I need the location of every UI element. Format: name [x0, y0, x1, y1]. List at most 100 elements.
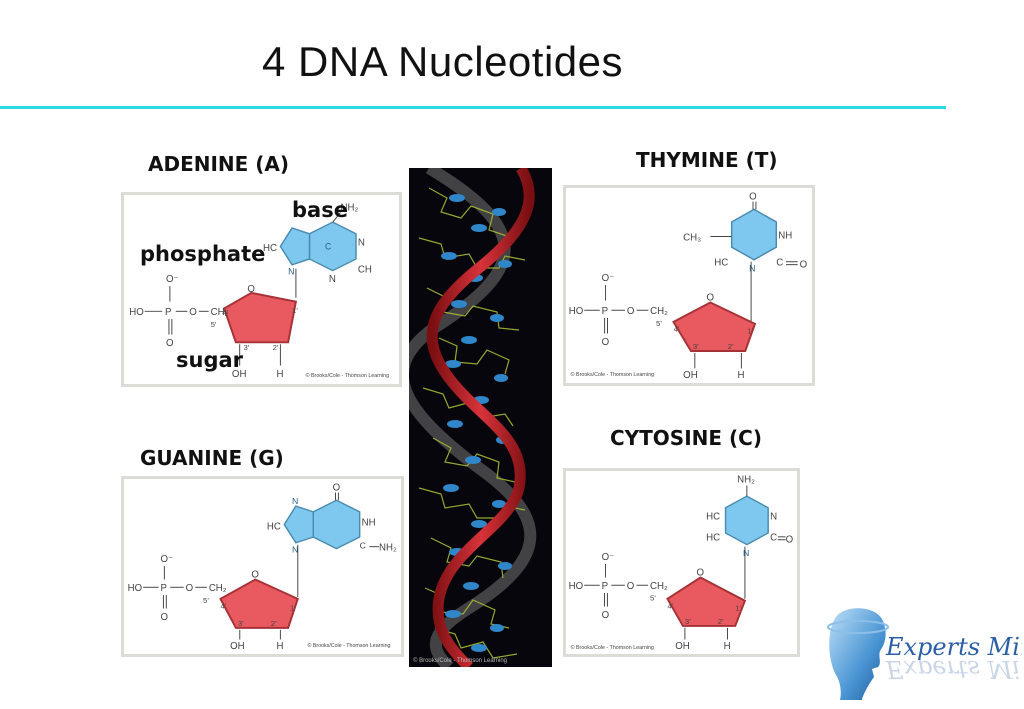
adenine-c1: 1' [292, 306, 298, 315]
cytosine-p: P [602, 581, 608, 592]
thymine-ho: HO [569, 306, 584, 317]
guanine-structure-panel: O NH HC N C NH₂ N O 1' 2' 3' 4' OH H O⁻ … [121, 476, 404, 657]
experts-mind-logo-graphic: Experts Mind Experts Mind [827, 608, 1024, 700]
cytosine-o-link: O [627, 581, 635, 592]
guanine-n-top: N [292, 496, 298, 506]
guanine-oh: OH [230, 641, 245, 652]
logo-text: Experts Mind [885, 633, 1022, 661]
thymine-sugar-ring [672, 301, 757, 352]
cytosine-ch2: CH₂ [650, 581, 668, 592]
thymine-label: THYMINE (T) [636, 148, 778, 172]
adenine-structure-diagram: NH₂ N CH N HC C N O 1' 2' 3' 4' OH H O⁻ … [129, 203, 389, 381]
adenine-n-9: N [288, 266, 294, 276]
thymine-ch3: CH₃ [683, 232, 701, 243]
cytosine-c: C [770, 533, 777, 544]
guanine-c1: 1' [290, 603, 296, 612]
guanine-structure-diagram: O NH HC N C NH₂ N O 1' 2' 3' 4' OH H O⁻ … [128, 483, 397, 653]
thymine-o-right: O [800, 260, 808, 271]
guanine-h: H [277, 641, 284, 652]
cytosine-structure-panel: NH₂ HC N HC C O N O 1' 2' 3' 4' OH H O⁻ … [563, 468, 800, 657]
cytosine-c4: 4' [667, 601, 673, 610]
thymine-o: O [627, 306, 635, 317]
thymine-oh: OH [683, 370, 698, 381]
guanine-ring-o: O [251, 570, 259, 581]
thymine-base-ring [730, 208, 778, 261]
title-underline [0, 106, 946, 109]
cytosine-ring-o: O [697, 568, 705, 579]
cytosine-ho: HO [569, 581, 584, 592]
logo-text-reflection: Experts Mind [885, 655, 1022, 683]
adenine-c: C [325, 241, 331, 251]
adenine-p: P [165, 307, 171, 318]
guanine-credit: © Brooks/Cole - Thomson Learning [307, 642, 390, 649]
guanine-base-ring-5 [283, 505, 314, 544]
thymine-o-minus: O⁻ [602, 273, 615, 284]
adenine-sugar-ring [223, 291, 298, 344]
thymine-c3: 3' [693, 342, 699, 351]
guanine-c4: 4' [220, 602, 226, 611]
dna-double-helix-image: © Brooks/Cole - Thomson Learning [409, 168, 552, 667]
thymine-ring-o: O [706, 293, 714, 304]
cytosine-credit: © Brooks/Cole - Thomson Learning [571, 644, 654, 651]
adenine-ring-o: O [247, 284, 255, 295]
thymine-p: P [602, 306, 608, 317]
thymine-c1: 1' [747, 327, 753, 336]
thymine-n: N [749, 263, 755, 273]
page-title: 4 DNA Nucleotides [262, 38, 624, 85]
cytosine-sugar-ring [666, 576, 747, 627]
cytosine-c3: 3' [685, 617, 691, 626]
thymine-c: C [776, 258, 783, 269]
adenine-c2: 2' [273, 343, 279, 352]
guanine-ho: HO [128, 583, 143, 594]
guanine-o: O [333, 483, 341, 494]
thymine-o-bottom: O [602, 337, 610, 348]
base-annotation: base [292, 198, 348, 222]
thymine-h: H [738, 370, 745, 381]
cytosine-nh2: NH₂ [737, 475, 755, 486]
guanine-base-ring [312, 499, 361, 550]
adenine-hc: HC [263, 243, 277, 254]
thymine-structure-diagram: O CH₃ NH HC C O N O 1' 2' 3' 4' OH H O⁻ … [569, 192, 808, 382]
cytosine-o-minus: O⁻ [602, 552, 615, 563]
adenine-ch2: CH₂ [211, 307, 229, 318]
cytosine-o: O [786, 535, 794, 546]
thymine-hc: HC [714, 258, 728, 269]
guanine-o-bottom: O [160, 612, 168, 623]
thymine-ch2: CH₂ [650, 306, 668, 317]
adenine-structure-panel: NH₂ N CH N HC C N O 1' 2' 3' 4' OH H O⁻ … [121, 192, 402, 387]
cytosine-5prime: 5' [650, 594, 656, 603]
helix-credit: © Brooks/Cole - Thomson Learning [413, 657, 507, 664]
cytosine-c1: 1' [735, 603, 741, 612]
adenine-oh: OH [232, 369, 247, 380]
cytosine-n: N [770, 511, 777, 522]
guanine-c3: 3' [238, 619, 244, 628]
cytosine-c2: 2' [718, 617, 724, 626]
adenine-n: N [358, 237, 365, 248]
guanine-c: C [360, 541, 366, 551]
cytosine-o-bottom: O [602, 610, 610, 621]
adenine-5prime: 5' [211, 320, 217, 329]
thymine-c4: 4' [673, 325, 679, 334]
thymine-5prime: 5' [656, 319, 662, 328]
adenine-nh2: NH₂ [340, 203, 358, 214]
guanine-n-9: N [292, 544, 298, 554]
guanine-c2: 2' [271, 619, 277, 628]
adenine-ho: HO [129, 307, 144, 318]
adenine-ch: CH [358, 265, 372, 276]
adenine-c4: 4' [222, 308, 228, 317]
guanine-o-link: O [186, 583, 194, 594]
adenine-c3: 3' [244, 343, 250, 352]
guanine-o-minus: O⁻ [160, 554, 173, 565]
cytosine-hc-bottom: HC [706, 533, 720, 544]
head-silhouette [829, 608, 886, 700]
adenine-label: ADENINE (A) [148, 152, 290, 176]
cytosine-label: CYTOSINE (C) [610, 426, 762, 450]
cytosine-hc-top: HC [706, 511, 720, 522]
thymine-o-top: O [749, 192, 757, 203]
guanine-nh2: NH₂ [379, 543, 397, 554]
head-band [827, 620, 889, 634]
adenine-h: H [277, 369, 284, 380]
adenine-base-ring-5 [279, 227, 311, 266]
experts-mind-logo: Experts Mind Experts Mind [822, 605, 1024, 700]
cytosine-h: H [724, 641, 731, 652]
